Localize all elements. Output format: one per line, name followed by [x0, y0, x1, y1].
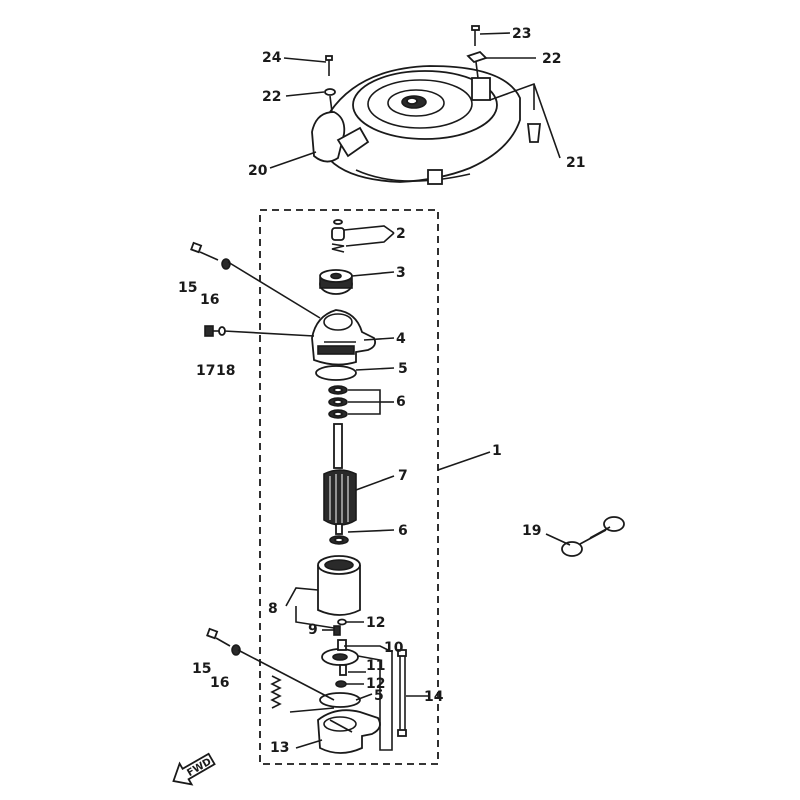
leader-lines: [223, 32, 611, 751]
o-ring-5-top: [315, 365, 357, 381]
bolt-24: [324, 55, 336, 113]
callout-1: 1: [492, 443, 502, 459]
callout-7: 7: [398, 468, 408, 484]
washer-12-lower: [335, 680, 347, 688]
callout-18: 18: [216, 363, 235, 379]
callout-16a: 16: [200, 292, 219, 308]
callout-23: 23: [512, 26, 531, 42]
callout-6a: 6: [396, 394, 406, 410]
callout-2: 2: [396, 226, 406, 242]
yoke-8: [317, 555, 361, 616]
callout-3: 3: [396, 265, 406, 281]
callout-17: 17: [196, 363, 215, 379]
upper-bracket-4: [311, 309, 377, 366]
callout-20: 20: [248, 163, 268, 179]
callout-10: 10: [384, 640, 404, 656]
callout-14: 14: [424, 689, 444, 705]
bolt-15-bottom: [206, 627, 241, 656]
callout-8: 8: [268, 601, 278, 617]
callout-22a: 22: [262, 89, 281, 105]
forward-arrow-icon: FWD: [172, 752, 216, 786]
stopper-2: [331, 219, 345, 253]
pinion-gear-3: [319, 269, 353, 295]
brush-9: [333, 618, 347, 636]
armature-7: [323, 423, 357, 535]
washers-6-top: [328, 385, 348, 419]
callout-22b: 22: [542, 51, 561, 67]
callout-24: 24: [262, 50, 282, 66]
bolt-23: [466, 25, 488, 79]
callout-labels: 1 2 3 4 5 6 7 6 8 9 12 10 11 12 5 13 14 …: [178, 26, 585, 756]
spring-lower: [270, 675, 282, 709]
callout-9: 9: [308, 622, 318, 638]
through-bolts-14: [397, 649, 407, 737]
callout-19: 19: [522, 523, 541, 539]
callout-16b: 16: [210, 675, 229, 691]
lower-bracket-13: [317, 709, 381, 754]
callout-15a: 15: [178, 280, 197, 296]
callout-5b: 5: [374, 688, 384, 704]
callout-15b: 15: [192, 661, 211, 677]
callout-12b: 12: [366, 676, 385, 692]
callout-4: 4: [396, 331, 406, 347]
callout-11: 11: [366, 658, 385, 674]
brush-holder-10: [321, 639, 359, 676]
callout-13: 13: [270, 740, 289, 756]
washer-6-bottom: [329, 535, 349, 545]
bolt-15-top: [190, 241, 231, 270]
grommet-21: [526, 84, 542, 143]
screw-17: [204, 325, 226, 337]
callout-12a: 12: [366, 615, 385, 631]
flywheel-cover: [311, 65, 521, 185]
callout-6b: 6: [398, 523, 408, 539]
starter-motor-assembly-box: [259, 209, 439, 765]
callout-5a: 5: [398, 361, 408, 377]
o-ring-5-bottom: [319, 692, 361, 708]
callout-21: 21: [566, 155, 585, 171]
